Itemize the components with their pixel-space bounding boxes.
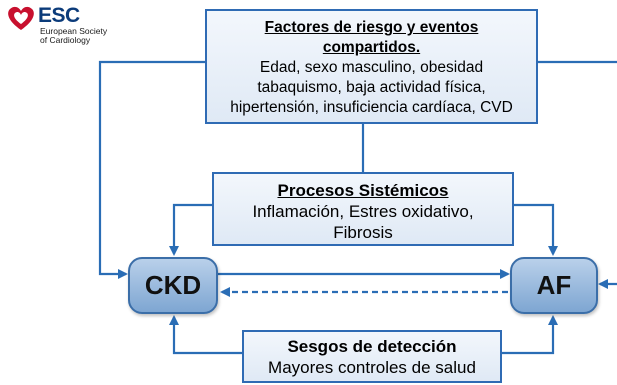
esc-heart-icon	[8, 6, 34, 30]
risk-line-1: Edad, sexo masculino, obesidad	[259, 59, 484, 76]
systemic-line-2: Fibrosis	[333, 223, 393, 242]
risk-line-3: hipertensión, insuficiencia cardíaca, CV…	[230, 99, 513, 116]
risk-factors-box: Factores de riesgo y eventos compartidos…	[205, 9, 538, 124]
af-label: AF	[536, 270, 572, 300]
arrow-systemic-to-af	[514, 203, 558, 256]
arrow-systemic-to-ckd	[169, 203, 212, 256]
systemic-title: Procesos Sistémicos	[277, 181, 449, 200]
esc-logo: ESC European Society of Cardiology	[6, 4, 116, 54]
detection-bias-box: Sesgos de detección Mayores controles de…	[242, 330, 502, 383]
systemic-line-1: Inflamación, Estres oxidativo,	[252, 202, 474, 221]
logo-line-1: European Society	[40, 26, 108, 36]
logo-brand: ESC	[38, 4, 80, 27]
arrow-detection-to-ckd	[169, 315, 242, 355]
risk-title-line-2: compartidos.	[322, 39, 421, 56]
ckd-node: CKD	[128, 257, 218, 314]
arrow-risk-to-af	[538, 60, 617, 284]
risk-line-2: tabaquismo, baja actividad física,	[257, 79, 486, 96]
logo-line-2: of Cardiology	[40, 35, 91, 45]
systemic-processes-box: Procesos Sistémicos Inflamación, Estres …	[212, 172, 514, 246]
ckd-label: CKD	[144, 270, 202, 300]
af-node: AF	[510, 257, 598, 314]
arrow-detection-to-af	[502, 315, 558, 355]
detection-title: Sesgos de detección	[287, 337, 457, 356]
arrow-risk-to-ckd	[98, 60, 205, 279]
risk-title-line-1: Factores de riesgo y eventos	[264, 19, 479, 36]
detection-line-1: Mayores controles de salud	[268, 358, 476, 377]
